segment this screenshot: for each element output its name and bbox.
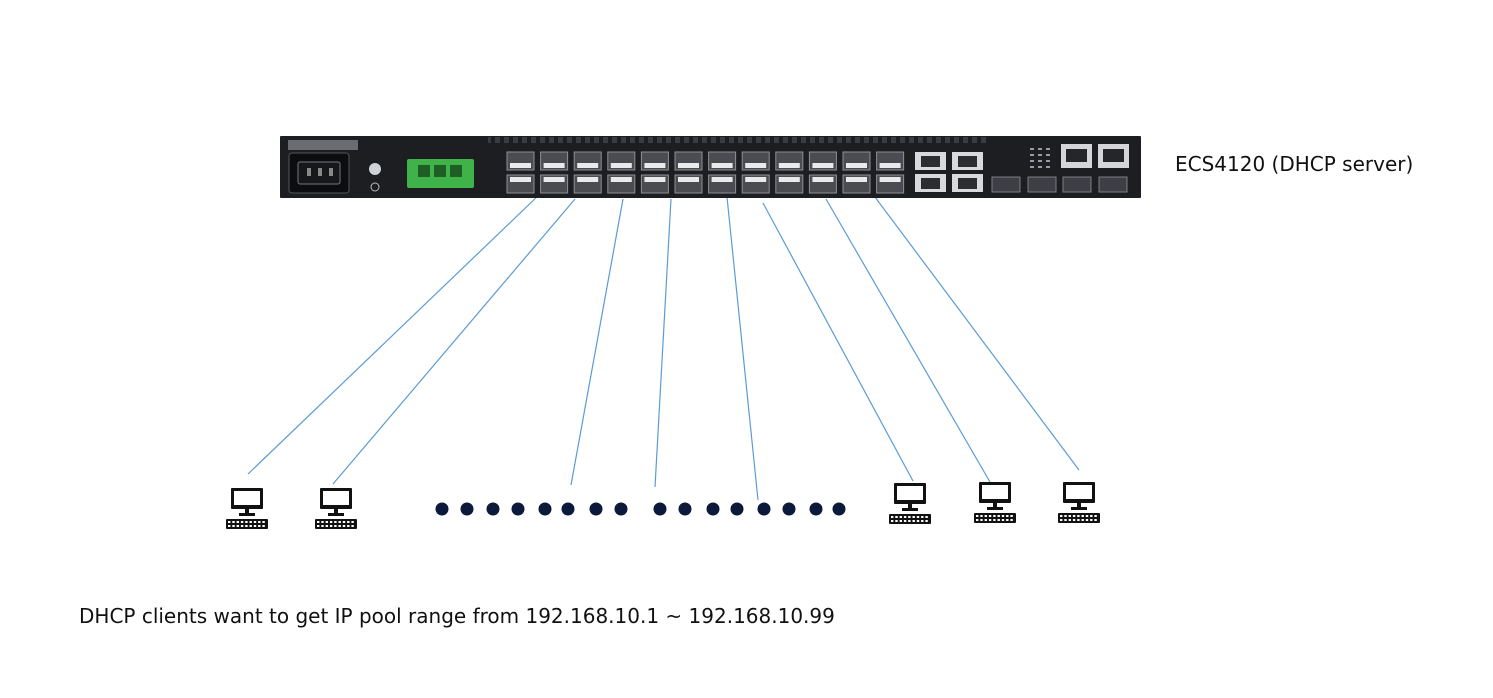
connection-line (726, 196, 759, 501)
console-port (1098, 144, 1129, 168)
computer-icon (226, 488, 268, 529)
connection-lines (247, 184, 1080, 501)
connection-line (825, 198, 991, 483)
server-label: ECS4120 (DHCP server) (1175, 152, 1414, 176)
status-led (1046, 148, 1050, 150)
switch-top-vent (488, 137, 988, 143)
dhcp-clients (226, 482, 1100, 529)
label-strip (288, 140, 358, 150)
ground-screw (369, 163, 381, 175)
ellipsis-dot (832, 502, 846, 516)
ellipsis-dot (757, 502, 771, 516)
sfp-plus-port (1098, 176, 1128, 193)
ellipsis-dot (614, 502, 628, 516)
ellipsis-dot (435, 502, 449, 516)
status-led (1030, 154, 1034, 156)
connection-line (570, 198, 624, 486)
switch-ports (506, 144, 1129, 194)
ellipsis-dot (589, 502, 603, 516)
connection-line (865, 184, 1080, 471)
sfp-port (775, 174, 804, 194)
status-led (1046, 166, 1050, 168)
status-led (1030, 166, 1034, 168)
computer-icon (889, 483, 931, 524)
ellipsis-dot (809, 502, 823, 516)
rj45-port (952, 174, 983, 192)
ellipsis-dot (730, 502, 744, 516)
sfp-port (708, 151, 737, 171)
sfp-port (506, 151, 535, 171)
ellipsis-dot (511, 502, 525, 516)
ellipsis-dot (653, 502, 667, 516)
ellipsis-dot (706, 502, 720, 516)
console-port (1061, 144, 1092, 168)
ellipsis-dot (561, 502, 575, 516)
connection-line (332, 198, 576, 485)
sfp-port (876, 174, 905, 194)
connection-line (762, 202, 914, 482)
rj45-port (915, 152, 946, 170)
status-led (1038, 148, 1042, 150)
sfp-port (808, 174, 837, 194)
sfp-port (842, 151, 871, 171)
status-led (1038, 166, 1042, 168)
sfp-port (808, 151, 837, 171)
sfp-port (775, 151, 804, 171)
diagram-caption: DHCP clients want to get IP pool range f… (79, 604, 835, 628)
sfp-port (842, 174, 871, 194)
sfp-port (540, 174, 569, 194)
switch-ecs4120 (280, 136, 1141, 198)
sfp-port (540, 151, 569, 171)
more-clients-ellipsis (435, 502, 846, 516)
ellipsis-dot (538, 502, 552, 516)
ellipsis-dot (782, 502, 796, 516)
sfp-port (708, 174, 737, 194)
connection-line (247, 192, 542, 475)
status-led (1030, 160, 1034, 162)
connection-line (654, 198, 672, 488)
ellipsis-dot (678, 502, 692, 516)
rj45-port (915, 174, 946, 192)
status-leds (1030, 148, 1050, 168)
sfp-port (674, 151, 703, 171)
sfp-port (741, 174, 770, 194)
sfp-port (573, 174, 602, 194)
sfp-port (506, 174, 535, 194)
ground-symbol (370, 182, 380, 192)
status-led (1046, 154, 1050, 156)
sfp-port (573, 151, 602, 171)
sfp-port (876, 151, 905, 171)
sfp-port (741, 151, 770, 171)
sfp-port (640, 174, 669, 194)
computer-icon (974, 482, 1016, 523)
ellipsis-dot (486, 502, 500, 516)
sfp-plus-port (991, 176, 1021, 193)
computer-icon (1058, 482, 1100, 523)
sfp-port (607, 174, 636, 194)
computer-icon (315, 488, 357, 529)
sfp-port (674, 174, 703, 194)
status-led (1038, 160, 1042, 162)
status-led (1038, 154, 1042, 156)
sfp-plus-port (1027, 176, 1057, 193)
rj45-port (952, 152, 983, 170)
sfp-plus-port (1062, 176, 1092, 193)
sfp-port (607, 151, 636, 171)
status-led (1046, 160, 1050, 162)
ellipsis-dot (460, 502, 474, 516)
sfp-port (640, 151, 669, 171)
status-led (1030, 148, 1034, 150)
